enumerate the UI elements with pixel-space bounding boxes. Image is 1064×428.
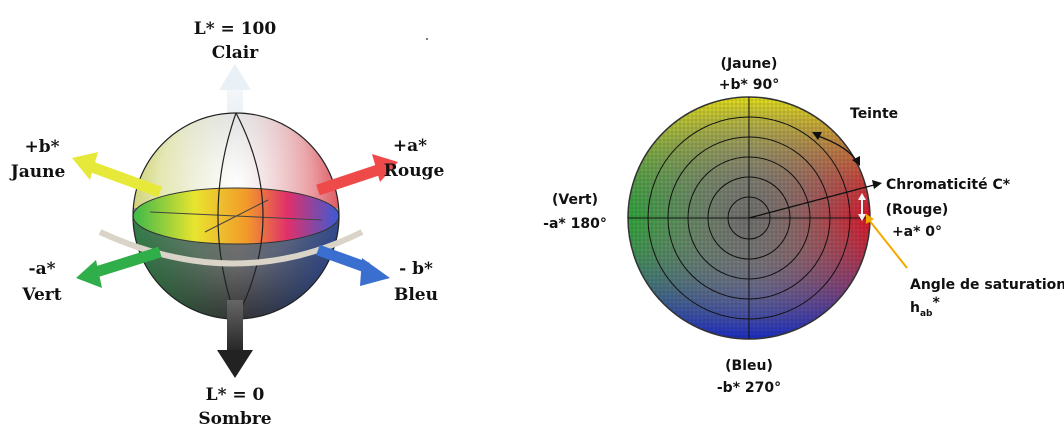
minus-a-sub: Vert: [21, 285, 61, 305]
wheel-left-sub: -a* 180°: [543, 216, 607, 232]
h-label: hab*: [910, 295, 940, 319]
h-subscript: ab: [920, 309, 933, 319]
wheel-top-sub: +b* 90°: [719, 77, 779, 93]
minus-a-arrow: [76, 246, 162, 288]
chroma-label: Chromaticité C*: [886, 177, 1011, 193]
wheel-right-label: (Rouge): [886, 202, 949, 218]
lab-sphere: [98, 112, 364, 320]
wheel-right-sub: +a* 0°: [892, 224, 942, 240]
h-main: h: [910, 300, 920, 316]
saturation-angle-marker: [858, 193, 908, 269]
plus-a-label: +a*: [393, 136, 427, 156]
minus-b-arrow: [316, 244, 390, 286]
plus-b-label: +b*: [24, 137, 59, 157]
wheel-bottom-label: (Bleu): [725, 358, 773, 374]
l-bottom-sub: Sombre: [198, 409, 271, 428]
wheel-top-label: (Jaune): [721, 56, 778, 72]
wheel-left-label: (Vert): [552, 192, 598, 208]
teinte-arc-arrow: [812, 132, 860, 166]
chromaticity-wheel-figure: (Jaune) +b* 90° (Vert) -a* 180° (Rouge) …: [543, 56, 1064, 396]
h-suffix: *: [932, 295, 940, 311]
minus-a-label: -a*: [29, 259, 56, 279]
minus-b-sub: Bleu: [394, 285, 438, 305]
wheel-bottom-sub: -b* 270°: [717, 380, 781, 396]
chroma-vector: [748, 180, 882, 219]
plus-a-sub: Rouge: [384, 161, 445, 181]
plus-b-sub: Jaune: [9, 162, 66, 182]
plus-a-arrow: [316, 154, 398, 196]
teinte-label: Teinte: [850, 106, 898, 122]
l-bottom-label: L* = 0: [206, 385, 265, 405]
l-down-arrow: [217, 300, 253, 378]
l-top-label: L* = 100: [194, 19, 277, 39]
plus-b-arrow: [72, 152, 162, 198]
l-top-sub: Clair: [212, 43, 259, 63]
lab-sphere-figure: L* = 100 Clair L* = 0 Sombre +b* Jaune +…: [9, 19, 445, 428]
angle-label: Angle de saturation: [910, 277, 1064, 293]
minus-b-label: - b*: [399, 259, 433, 279]
